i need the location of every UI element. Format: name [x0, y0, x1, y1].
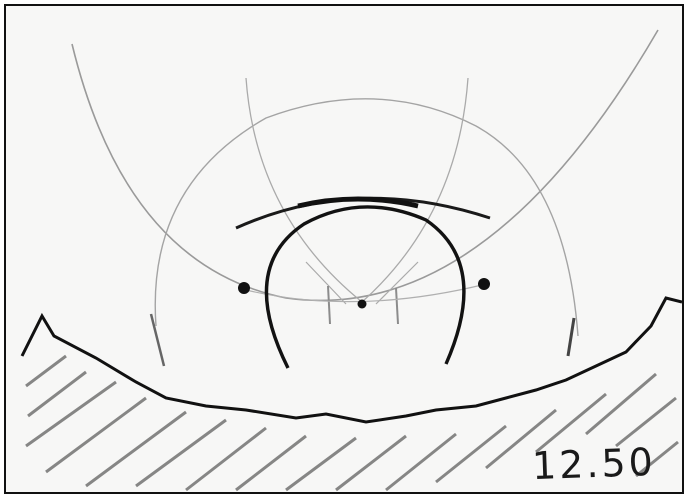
- sketch-frame: 12.50: [4, 4, 684, 494]
- middle-arc: [155, 99, 578, 336]
- right-dot: [478, 278, 490, 290]
- main-circle-arc: [266, 207, 463, 368]
- tick-right: [396, 288, 398, 324]
- left-inner-line: [246, 78, 362, 302]
- tick-far-left: [151, 314, 164, 366]
- right-inner-line: [362, 78, 468, 302]
- top-bar: [236, 198, 490, 228]
- tick-left: [328, 286, 330, 324]
- tick-far-right: [568, 318, 574, 356]
- center-dot: [358, 300, 367, 309]
- left-dot: [238, 282, 250, 294]
- figure-number: 12.50: [531, 440, 656, 488]
- top-bar-inner: [298, 199, 418, 206]
- ground-outline: [22, 298, 682, 422]
- pencil-sketch: [6, 6, 682, 492]
